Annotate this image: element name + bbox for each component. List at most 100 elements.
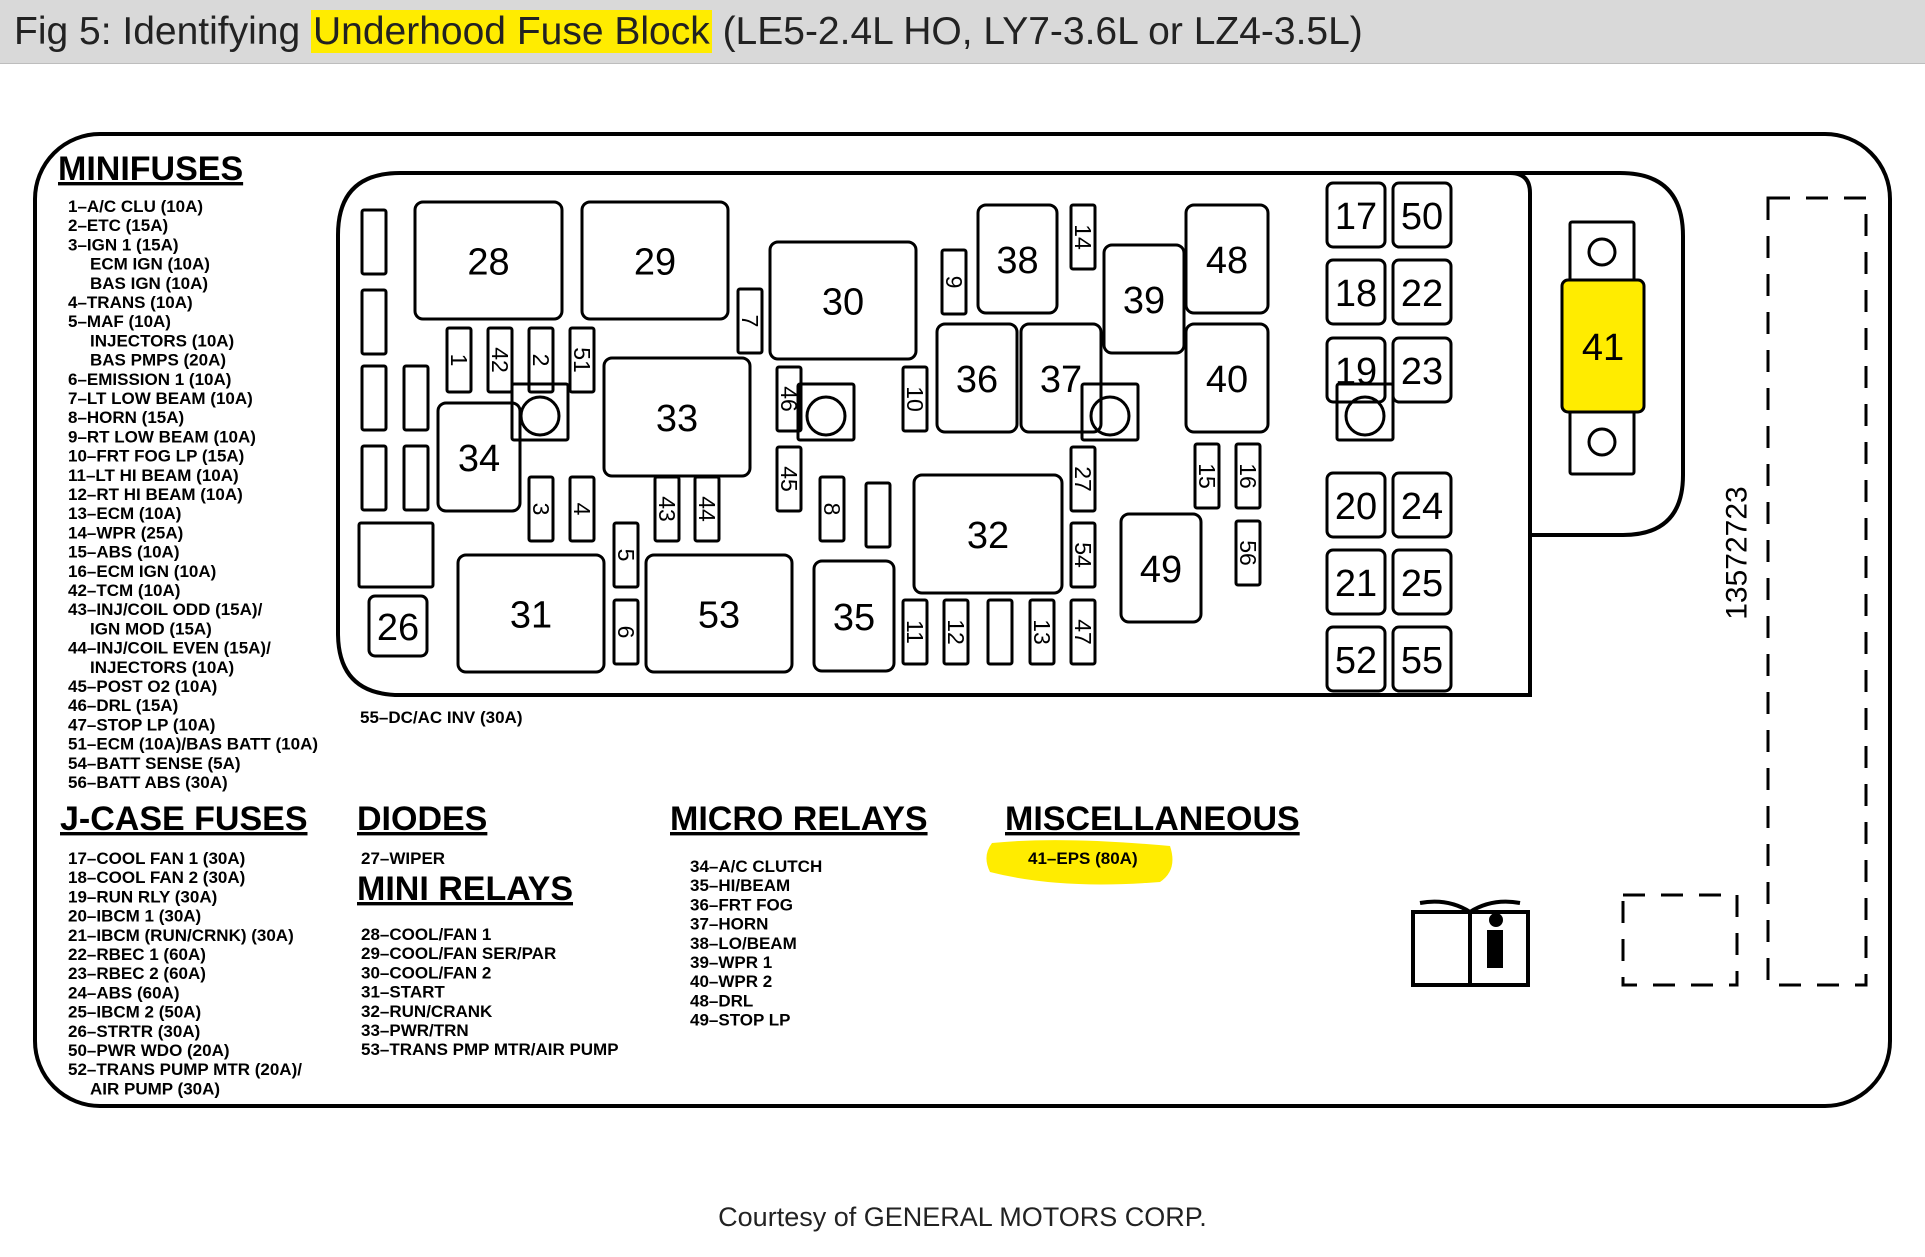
legend-minifuse-26: 46–DRL (15A)	[68, 696, 178, 715]
jcase-fuse-22	[1391, 258, 1453, 326]
jcase-fuse-18	[1325, 258, 1387, 326]
minifuse-9	[940, 248, 968, 316]
jcase-fuse-55	[1391, 625, 1453, 693]
jcase-label-55: 55	[1401, 640, 1443, 682]
title-highlight: Underhood Fuse Block	[311, 10, 712, 53]
legend-minifuse-28: 51–ECM (10A)/BAS BATT (10A)	[68, 735, 318, 754]
minifuse-label-54: 54	[1070, 542, 1096, 568]
legend-jcase-0: 17–COOL FAN 1 (30A)	[68, 849, 245, 868]
jcase-label-21: 21	[1335, 563, 1377, 605]
spare-slot-6	[864, 481, 892, 549]
legend-jcase-6: 23–RBEC 2 (60A)	[68, 964, 206, 983]
relay-label-35: 35	[833, 597, 875, 639]
relay-label-49: 49	[1140, 549, 1182, 591]
jcase-fuse-26	[367, 594, 429, 658]
mega-fuse-housing	[1500, 171, 1685, 537]
relay-32	[912, 473, 1064, 595]
minifuse-7	[736, 287, 764, 355]
mega-fuse-body	[1560, 278, 1646, 414]
legend-minifuse-11: 8–HORN (15A)	[68, 408, 184, 427]
minifuse-27	[1069, 445, 1097, 513]
relay-label-30: 30	[822, 282, 864, 324]
minifuse-label-15: 15	[1194, 463, 1220, 489]
relay-38	[976, 203, 1059, 315]
relay-53	[644, 553, 794, 674]
minifuse-label-2: 2	[528, 354, 554, 367]
figure-title: Fig 5: Identifying Underhood Fuse Block …	[14, 10, 1363, 54]
relay-31	[456, 553, 606, 674]
minifuse-label-12: 12	[943, 619, 969, 645]
legend-jcase-4: 21–IBCM (RUN/CRNK) (30A)	[68, 926, 294, 945]
legend-minifuse-29: 54–BATT SENSE (5A)	[68, 754, 241, 773]
minifuse-label-16: 16	[1235, 463, 1261, 489]
relay-label-38: 38	[996, 240, 1038, 282]
title-suffix: (LE5-2.4L HO, LY7-3.6L or LZ4-3.5L)	[711, 10, 1363, 53]
minifuse-label-1: 1	[446, 354, 472, 367]
legend-micro-relay-1: 35–HI/BEAM	[690, 876, 790, 895]
minifuse-3	[527, 475, 555, 543]
spare-slot-4	[402, 364, 430, 432]
relay-label-31: 31	[510, 595, 552, 637]
minifuse-4	[568, 475, 596, 543]
heading-jcase: J-CASE FUSES	[60, 800, 308, 838]
legend-diode-0: 27–WIPER	[361, 849, 445, 868]
jcase-label-24: 24	[1401, 486, 1443, 528]
legend-minifuse-13: 10–FRT FOG LP (15A)	[68, 447, 244, 466]
jcase-label-25: 25	[1401, 563, 1443, 605]
mount-bolt-hole-0	[519, 395, 561, 437]
legend-jcase-1: 18–COOL FAN 2 (30A)	[68, 868, 245, 887]
legend-minifuse-20: 42–TCM (10A)	[68, 581, 180, 600]
spare-slot-2	[360, 364, 388, 432]
minifuse-label-45: 45	[776, 466, 802, 492]
relay-label-39: 39	[1123, 280, 1165, 322]
legend-mini-relay-0: 28–COOL/FAN 1	[361, 925, 491, 944]
minifuse-label-6: 6	[613, 626, 639, 639]
jcase-fuse-21	[1325, 548, 1387, 616]
heading-minifuses: MINIFUSES	[58, 150, 243, 188]
heading-diodes: DIODES	[357, 800, 487, 838]
jcase-label-22: 22	[1401, 273, 1443, 315]
legend-jcase-11: 52–TRANS PUMP MTR (20A)/	[68, 1060, 302, 1079]
relay-39	[1102, 243, 1186, 355]
minifuse-label-11: 11	[902, 620, 928, 644]
legend-micro-relay-6: 40–WPR 2	[690, 972, 772, 991]
spare-block	[357, 521, 435, 589]
legend-misc-0: 41–EPS (80A)	[1028, 849, 1138, 868]
minifuse-5	[612, 521, 640, 589]
legend-jcase-8: 25–IBCM 2 (50A)	[68, 1003, 201, 1022]
mega-fuse-upper-hole	[1587, 237, 1617, 267]
legend-micro-relay-4: 38–LO/BEAM	[690, 934, 797, 953]
minifuse-47	[1069, 598, 1097, 666]
legend-minifuse-21: 43–INJ/COIL ODD (15A)/	[68, 600, 263, 619]
minifuse-46	[775, 365, 803, 433]
minifuse-label-9: 9	[941, 276, 967, 289]
relay-28	[413, 200, 564, 321]
mount-bolt-hole-2	[1089, 395, 1131, 437]
relay-label-53: 53	[698, 595, 740, 637]
minifuse-11	[901, 598, 929, 666]
minifuse-54	[1069, 521, 1097, 589]
jcase-label-19: 19	[1335, 351, 1377, 393]
relay-49	[1119, 512, 1203, 624]
legend-minifuse-10: 7–LT LOW BEAM (10A)	[68, 389, 253, 408]
relay-29	[580, 200, 730, 321]
jcase-label-23: 23	[1401, 351, 1443, 393]
legend-minifuse-25: 45–POST O2 (10A)	[68, 677, 217, 696]
spare-slot-3	[360, 444, 388, 512]
minifuse-44	[693, 475, 721, 543]
jcase-label-17: 17	[1335, 196, 1377, 238]
relay-label-28: 28	[467, 242, 509, 284]
dashed-connector-small	[1621, 893, 1739, 987]
minifuse-14	[1069, 203, 1097, 271]
legend-minifuse-5: 4–TRANS (10A)	[68, 293, 193, 312]
legend-mini-relay-4: 32–RUN/CRANK	[361, 1002, 493, 1021]
relay-label-48: 48	[1206, 240, 1248, 282]
mount-bolt-2	[1080, 382, 1140, 442]
minifuse-label-3: 3	[528, 503, 554, 516]
relay-label-36: 36	[956, 359, 998, 401]
minifuse-label-5: 5	[613, 549, 639, 562]
minifuse-label-10: 10	[902, 386, 928, 412]
relay-34	[436, 401, 522, 513]
